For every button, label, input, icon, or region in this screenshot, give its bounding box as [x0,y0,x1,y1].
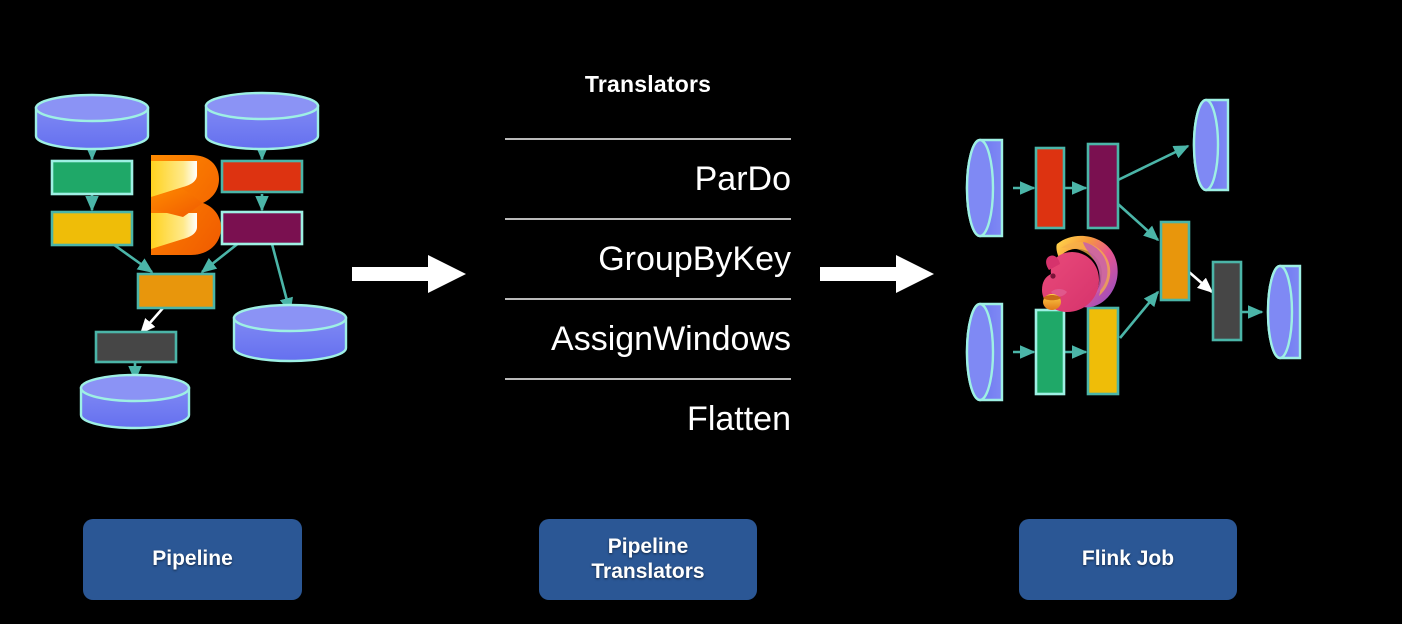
arrow-pipeline-to-translators [352,255,466,293]
cylinder-sink-b [1266,264,1302,360]
edge-purple-orange [200,240,241,274]
node-red-operator [1034,146,1066,230]
translator-item-assignwindows[interactable]: AssignWindows [551,319,791,358]
cylinder-sink-a [79,373,191,430]
node-gray-transform [94,330,178,364]
node-purple-transform [220,210,304,246]
cylinder-sink-a [1192,98,1230,192]
translators-rule-1 [505,218,791,220]
node-yellow-operator [1086,306,1120,396]
translator-item-flatten[interactable]: Flatten [687,399,791,438]
cylinder-source-b [965,302,1004,402]
node-green-transform [50,159,134,196]
cylinder-source-a [34,93,150,151]
caption-pipeline-translators-line1: Pipeline [607,534,689,558]
translators-title: Translators [584,71,712,97]
node-green-operator [1034,308,1066,396]
translator-item-pardo[interactable]: ParDo [694,159,791,198]
edge-yellow-orange [109,240,154,274]
cylinder-source-b [204,91,320,151]
edge-purple-sinkA [1117,144,1190,182]
caption-flink-job[interactable]: Flink Job [1019,519,1237,600]
node-orange-transform [136,272,216,310]
caption-pipeline-label: Pipeline [152,547,233,571]
edge-yellow-orange [1118,290,1160,339]
cylinder-source-a [965,138,1004,238]
translators-rule-2 [505,298,791,300]
translators-rule-top [505,138,791,140]
cylinder-sink-b [232,303,348,363]
translator-item-groupbykey[interactable]: GroupByKey [598,239,791,278]
translators-list: ParDo GroupByKey AssignWindows Flatten [505,138,791,458]
translators-rule-3 [505,378,791,380]
edge-orange-gray [139,307,164,335]
flink-edges [1013,144,1264,359]
apache-beam-logo [151,155,221,255]
node-yellow-transform [50,210,134,247]
caption-pipeline-translators-text: Pipeline Translators [591,535,704,585]
edge-purple-sinkB [270,243,293,314]
flink-job-graph [965,98,1302,402]
caption-pipeline-translators[interactable]: Pipeline Translators [539,519,757,600]
caption-pipeline[interactable]: Pipeline [83,519,302,600]
caption-flink-job-label: Flink Job [1081,547,1175,571]
node-red-transform [220,159,304,194]
apache-flink-logo [1042,235,1118,312]
node-gray-operator [1211,260,1243,342]
caption-pipeline-translators-line2: Translators [591,559,705,583]
node-orange-operator [1159,220,1191,302]
beam-pipeline-graph [34,91,348,430]
edge-purple-orange [1117,203,1160,242]
arrow-translators-to-flink [820,255,934,293]
node-purple-operator [1086,142,1120,230]
translators-panel: Translators ParDo GroupByKey AssignWindo… [505,70,791,450]
edge-orange-gray [1188,271,1214,294]
